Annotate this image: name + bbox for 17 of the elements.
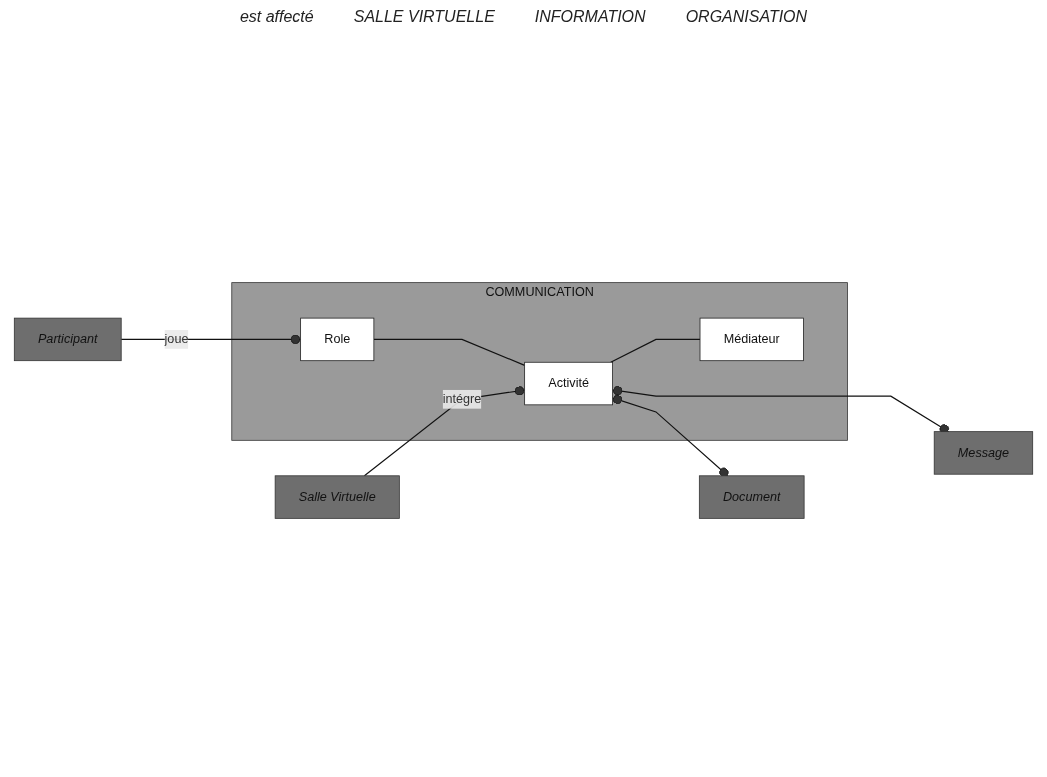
node-box: Message	[933, 431, 1034, 475]
area-label: SALLE VIRTUELLE	[353, 8, 495, 26]
area-label: INFORMATION	[534, 8, 646, 26]
node-box: Document	[698, 475, 805, 519]
connector	[373, 338, 526, 366]
area-label: ORGANISATION	[685, 8, 808, 26]
connector	[363, 386, 526, 477]
area-label: est affecté	[239, 8, 314, 26]
edge-label: joue	[164, 332, 189, 346]
node-box: Activité	[524, 361, 613, 406]
node-box: Participant	[13, 317, 122, 362]
connector	[120, 334, 302, 345]
edge-label: intégre	[442, 392, 482, 406]
node-box: Role	[300, 317, 375, 362]
node-box: Médiateur	[699, 317, 804, 362]
node-box: Salle Virtuelle	[274, 475, 400, 519]
connector	[610, 338, 701, 363]
